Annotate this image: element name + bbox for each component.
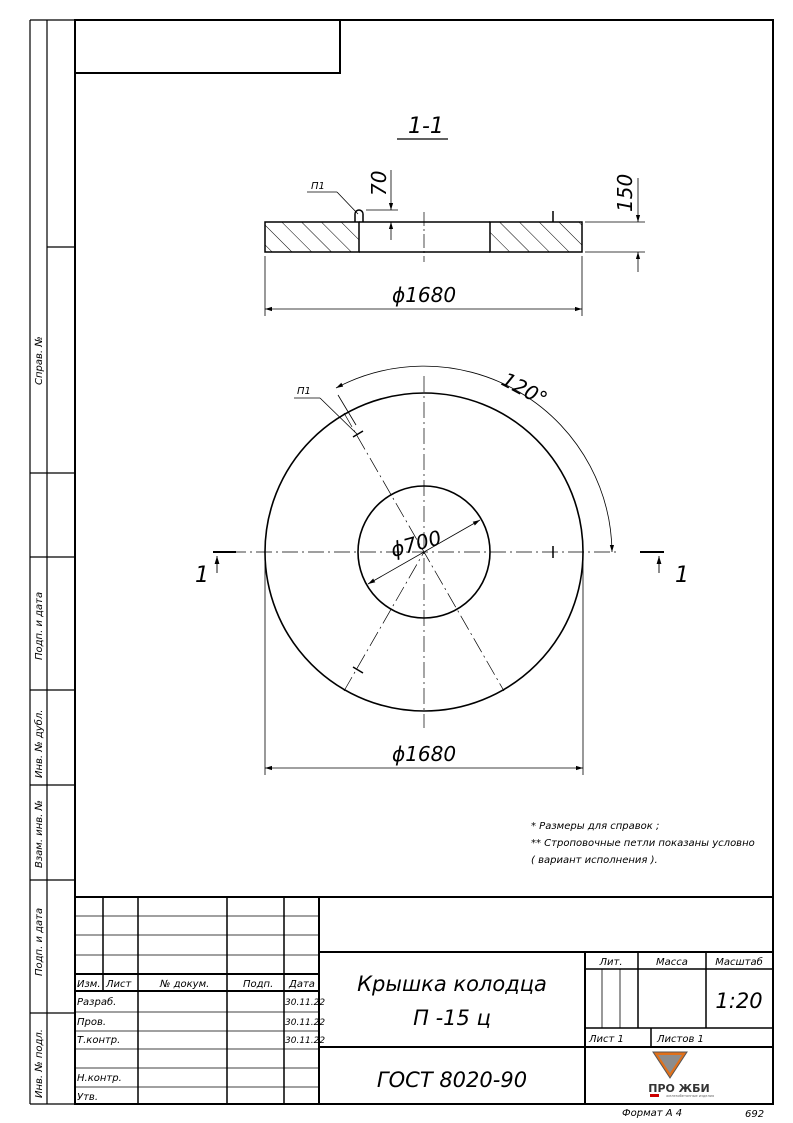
note-1: * Размеры для справок ;	[531, 821, 659, 832]
loop-callout-side-label: П1	[311, 181, 325, 192]
header-date: Дата	[288, 979, 315, 990]
sheet-label: Лист 1	[588, 1034, 624, 1045]
dim-thickness-label: 150	[613, 174, 637, 212]
loop-mark-bottom	[352, 666, 364, 674]
loop-callout-plan-label: П1	[297, 386, 311, 397]
header-sign: Подп.	[243, 979, 273, 990]
dim-thickness: 150	[585, 174, 645, 272]
dim-inner-diameter: ϕ700	[367, 519, 481, 585]
header-izm: Изм.	[77, 979, 101, 990]
role-razrab: Разраб.	[77, 996, 116, 1008]
title-block: Изм. Лист № докум. Подп. Дата Разраб. 30…	[75, 896, 773, 1104]
side-stamp-sprav: Справ. №	[34, 336, 45, 385]
section-view: 1-1 П1 70	[264, 114, 645, 316]
side-stamp-vzam-inv: Взам. инв. №	[34, 800, 45, 868]
side-stamp-inv-podl: Инв. № подл.	[34, 1029, 45, 1098]
cut-mark-left-label: 1	[195, 563, 209, 588]
header-list: Лист	[105, 979, 133, 990]
plan-view: П1 120° ϕ700 1 1 ϕ1680	[195, 365, 689, 775]
scale-value: 1:20	[715, 989, 762, 1013]
side-stamp-inv-dubl: Инв. № дубл.	[33, 710, 45, 778]
dim-loop-height: 70	[366, 170, 398, 240]
dim-angle: 120°	[335, 365, 615, 553]
dim-diameter-plan-label: ϕ1680	[392, 742, 456, 766]
dim-angle-label: 120°	[498, 367, 552, 411]
slab-section	[264, 209, 583, 262]
logo-text: ПРО ЖБИ	[648, 1082, 710, 1095]
note-2: ** Строповочные петли показаны условно	[531, 838, 755, 849]
date-tkontr: 30.11.22	[285, 1036, 325, 1046]
role-tkontr: Т.контр.	[77, 1035, 120, 1046]
date-prov: 30.11.22	[285, 1018, 325, 1028]
cut-mark-right: 1	[640, 551, 689, 588]
company-logo: ПРО ЖБИ железобетонные изделия	[648, 1051, 714, 1098]
dim-diameter-plan: ϕ1680	[264, 556, 584, 775]
header-doc: № докум.	[159, 979, 209, 990]
drawing-frame	[29, 19, 774, 1105]
role-utv: Утв.	[77, 1092, 98, 1103]
mass-label: Масса	[656, 957, 688, 968]
lit-label: Лит.	[598, 957, 622, 968]
side-stamp-podp-date-2: Подп. и дата	[34, 908, 45, 976]
side-stamp-podp-date-1: Подп. и дата	[34, 592, 45, 660]
sheets-label: Листов 1	[656, 1034, 704, 1045]
side-stamps: Справ. № Подп. и дата Инв. № дубл. Взам.…	[33, 336, 45, 1098]
date-razrab: 30.11.22	[285, 998, 325, 1008]
format-label: Формат А 4	[622, 1108, 682, 1119]
lifting-loop-left	[354, 209, 364, 222]
dim-diameter-side-label: ϕ1680	[392, 283, 456, 307]
drawing-number: 692	[745, 1109, 764, 1120]
dim-loop-height-label: 70	[367, 171, 391, 196]
note-3: ( вариант исполнения ).	[531, 855, 658, 866]
logo-subtitle: железобетонные изделия	[666, 1094, 714, 1098]
cut-mark-right-label: 1	[675, 563, 689, 588]
cut-mark-left: 1	[195, 551, 236, 588]
standard-ref: ГОСТ 8020-90	[377, 1068, 527, 1092]
dim-diameter-side: ϕ1680	[264, 256, 583, 316]
role-prov: Пров.	[77, 1017, 106, 1028]
role-nkontr: Н.контр.	[77, 1073, 122, 1084]
section-label: 1-1	[408, 114, 444, 139]
product-name-line1: Крышка колодца	[357, 972, 547, 996]
product-name-line2: П -15 ц	[413, 1006, 491, 1030]
notes: * Размеры для справок ; ** Строповочные …	[531, 821, 755, 866]
loop-callout-side: П1	[307, 181, 359, 215]
scale-label: Масштаб	[715, 956, 763, 968]
